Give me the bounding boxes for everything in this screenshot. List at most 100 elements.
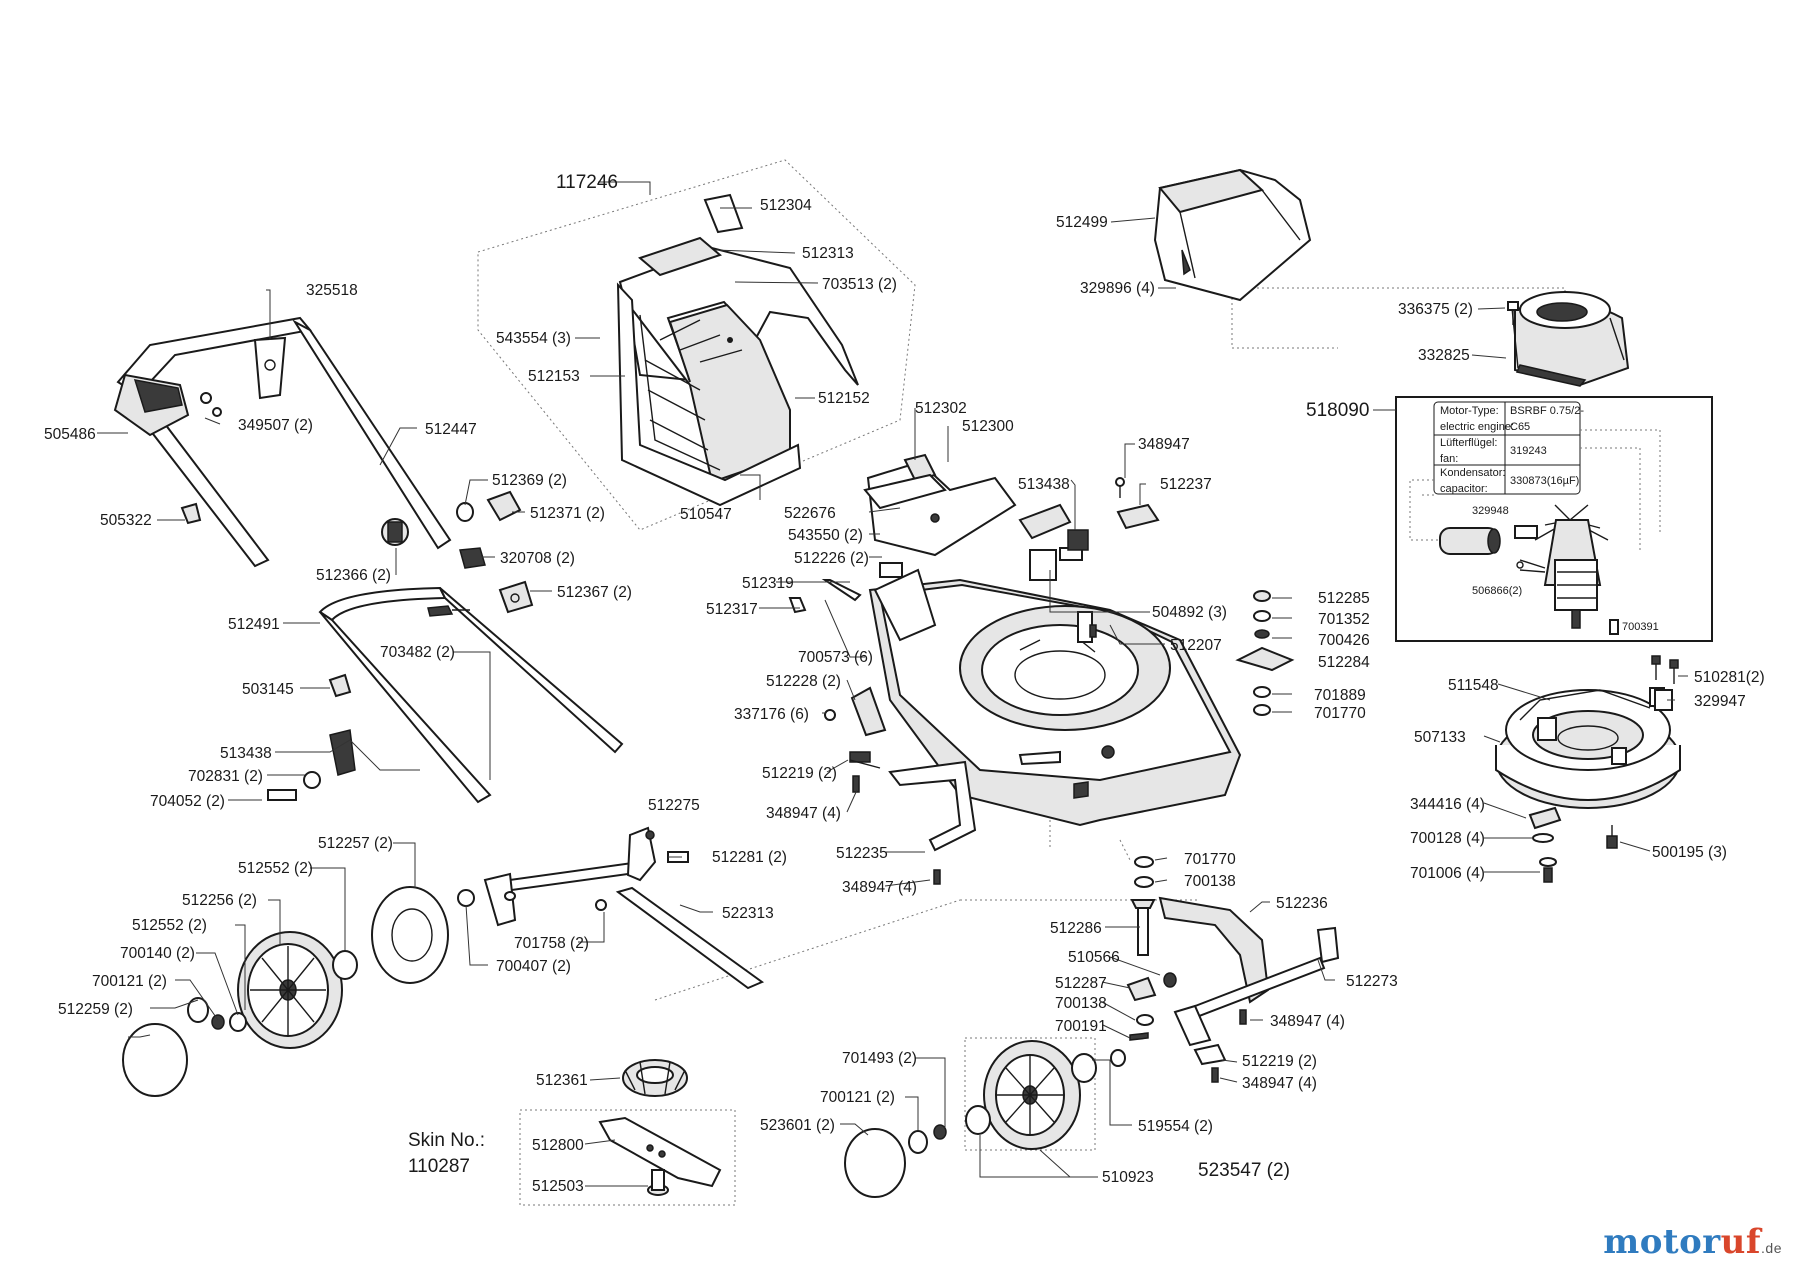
- part-labels: 117246 512304 512313 703513 (2) 543554 (…: [44, 172, 1765, 1195]
- label-336375: 336375 (2): [1398, 301, 1473, 318]
- label-700573: 700573 (6): [798, 649, 873, 666]
- label-700407: 700407 (2): [496, 958, 571, 975]
- label-700121-right: 700121 (2): [820, 1089, 895, 1106]
- label-512275: 512275: [648, 797, 700, 814]
- label-512367: 512367 (2): [557, 584, 632, 601]
- label-512491: 512491: [228, 616, 280, 633]
- rear-wheel-left: [237, 931, 358, 1049]
- label-512552-a: 512552 (2): [238, 860, 313, 877]
- label-512371: 512371 (2): [530, 505, 605, 522]
- label-510281: 510281(2): [1694, 669, 1765, 686]
- label-348947-top: 348947: [1138, 436, 1190, 453]
- handle-knobs: [180, 392, 534, 614]
- label-512285: 512285: [1318, 590, 1370, 607]
- motoruf-logo: motoruf.de: [1603, 1222, 1782, 1262]
- front-wheel-right: [965, 1040, 1097, 1150]
- label-507133: 507133: [1414, 729, 1466, 746]
- label-522313: 522313: [722, 905, 774, 922]
- label-329948: 329948: [1472, 505, 1509, 517]
- label-325518: 325518: [306, 282, 358, 299]
- bracket-512235: [888, 760, 977, 885]
- label-512259: 512259 (2): [58, 1001, 133, 1018]
- label-523601: 523601 (2): [760, 1117, 835, 1134]
- label-701758: 701758 (2): [514, 935, 589, 952]
- screws-510281: [1651, 655, 1679, 684]
- label-701770-low: 701770: [1184, 851, 1236, 868]
- label-512304: 512304: [760, 197, 812, 214]
- label-512369: 512369 (2): [492, 472, 567, 489]
- label-523547: 523547 (2): [1198, 1160, 1290, 1181]
- label-504892: 504892 (3): [1152, 604, 1227, 621]
- label-703482: 703482 (2): [380, 644, 455, 661]
- label-512153: 512153: [528, 368, 580, 385]
- motor-type-label-en: electric engine:: [1440, 421, 1514, 433]
- leader-lines: [97, 181, 1688, 1187]
- label-512152: 512152: [818, 390, 870, 407]
- grass-catcher-bag: [616, 193, 859, 507]
- clips-344416: [1528, 806, 1618, 883]
- label-512256: 512256 (2): [182, 892, 257, 909]
- hubcap-512259: [122, 1023, 188, 1097]
- label-348947-right: 348947 (4): [1270, 1013, 1345, 1030]
- label-701493: 701493 (2): [842, 1050, 917, 1067]
- label-510566: 510566: [1068, 949, 1120, 966]
- label-329896: 329896 (4): [1080, 280, 1155, 297]
- fan-value: 319243: [1510, 445, 1547, 457]
- label-337176: 337176 (6): [734, 706, 809, 723]
- label-701770-top: 701770: [1314, 705, 1366, 722]
- motor-type-label: Motor-Type:: [1440, 405, 1499, 417]
- label-543554: 543554 (3): [496, 330, 571, 347]
- motor-hood: [1511, 291, 1630, 387]
- label-700426: 700426: [1318, 632, 1370, 649]
- label-511548: 511548: [1448, 677, 1499, 694]
- capacitor-value: 330873(16µF): [1510, 475, 1579, 487]
- label-701889: 701889: [1314, 687, 1366, 704]
- upper-handle: [113, 316, 452, 568]
- fan-512361: [622, 1059, 688, 1097]
- motor-detail-box: [1395, 396, 1713, 642]
- label-512302: 512302: [915, 400, 967, 417]
- label-512300: 512300: [962, 418, 1014, 435]
- label-700140: 700140 (2): [120, 945, 195, 962]
- lower-handle: [267, 586, 624, 804]
- fan-housing: [1495, 687, 1681, 809]
- label-512284: 512284: [1318, 654, 1370, 671]
- label-344416: 344416 (4): [1410, 796, 1485, 813]
- label-512800: 512800: [532, 1137, 584, 1154]
- label-701006: 701006 (4): [1410, 865, 1485, 882]
- label-512226: 512226 (2): [794, 550, 869, 567]
- label-500195: 500195 (3): [1652, 844, 1727, 861]
- capacitor-label-en: capacitor:: [1440, 483, 1488, 495]
- rear-cover: [1153, 168, 1312, 302]
- label-512503: 512503: [532, 1178, 584, 1195]
- screw-336375: [1507, 301, 1519, 325]
- label-505486: 505486: [44, 426, 96, 443]
- label-704052: 704052 (2): [150, 793, 225, 810]
- label-700121-left: 700121 (2): [92, 973, 167, 990]
- label-512447: 512447: [425, 421, 477, 438]
- label-512317: 512317: [706, 601, 758, 618]
- label-513438-left: 513438: [220, 745, 272, 762]
- clip-329947: [1654, 689, 1673, 711]
- deck-rear-parts: [788, 453, 1160, 614]
- height-lever: [824, 686, 887, 793]
- label-518090: 518090: [1306, 400, 1369, 421]
- blade-512800: [598, 1116, 722, 1188]
- label-512366: 512366 (2): [316, 567, 391, 584]
- label-700191: 700191: [1055, 1018, 1107, 1035]
- spindle-512286: [1126, 899, 1177, 1041]
- label-510547: 510547: [680, 506, 732, 523]
- label-700391: 700391: [1622, 621, 1659, 633]
- label-512281: 512281 (2): [712, 849, 787, 866]
- label-701352: 701352: [1318, 611, 1370, 628]
- label-506866: 506866(2): [1472, 585, 1522, 597]
- washers-left: [187, 997, 247, 1032]
- label-700128: 700128 (4): [1410, 830, 1485, 847]
- label-505322: 505322: [100, 512, 152, 529]
- motor-type-value-2: C65: [1510, 421, 1530, 433]
- motor-spec-table: Motor-Type: electric engine: BSRBF 0.75/…: [1440, 405, 1659, 633]
- skin-title: Skin No.:: [408, 1130, 485, 1151]
- label-512228: 512228 (2): [766, 673, 841, 690]
- label-512319: 512319: [742, 575, 794, 592]
